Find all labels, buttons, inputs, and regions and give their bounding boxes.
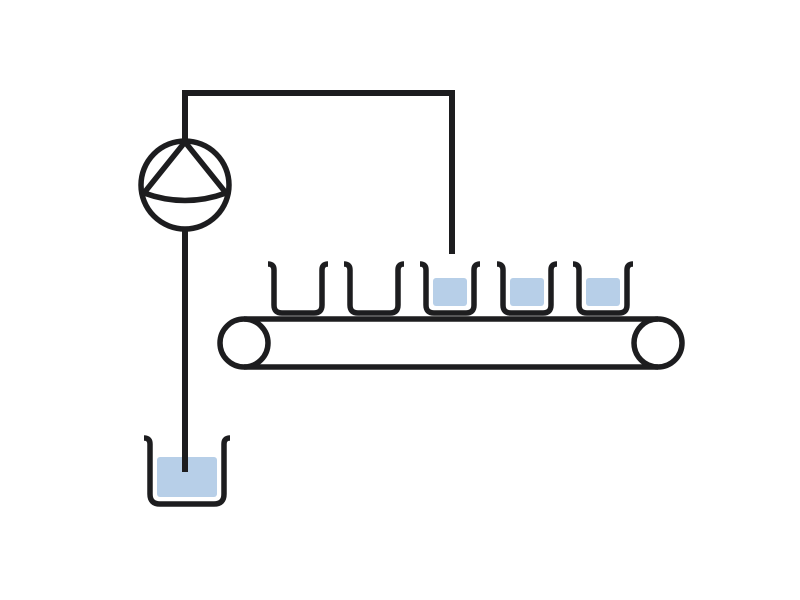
vessel-outline	[143, 435, 231, 507]
cups	[267, 261, 634, 316]
conveyor-belt	[217, 316, 685, 370]
vessel-outline	[343, 261, 405, 316]
liquid	[433, 278, 467, 306]
vessel-outline	[496, 261, 558, 316]
cup	[572, 261, 634, 316]
cup	[267, 261, 329, 316]
conveyor-left-roller	[217, 316, 271, 370]
source-beaker-body	[143, 435, 231, 507]
vessel-outline	[267, 261, 329, 316]
vessel-outline	[419, 261, 481, 316]
liquid	[586, 278, 620, 306]
source-beaker	[143, 435, 231, 507]
liquid	[510, 278, 544, 306]
cup	[496, 261, 558, 316]
cup	[419, 261, 481, 316]
supply-pipe-to-cup	[182, 90, 455, 254]
pipes	[182, 90, 455, 472]
pump-icon	[138, 138, 232, 232]
cup	[343, 261, 405, 316]
conveyor-right-roller	[631, 316, 685, 370]
vessel-outline	[572, 261, 634, 316]
liquid	[157, 457, 217, 497]
